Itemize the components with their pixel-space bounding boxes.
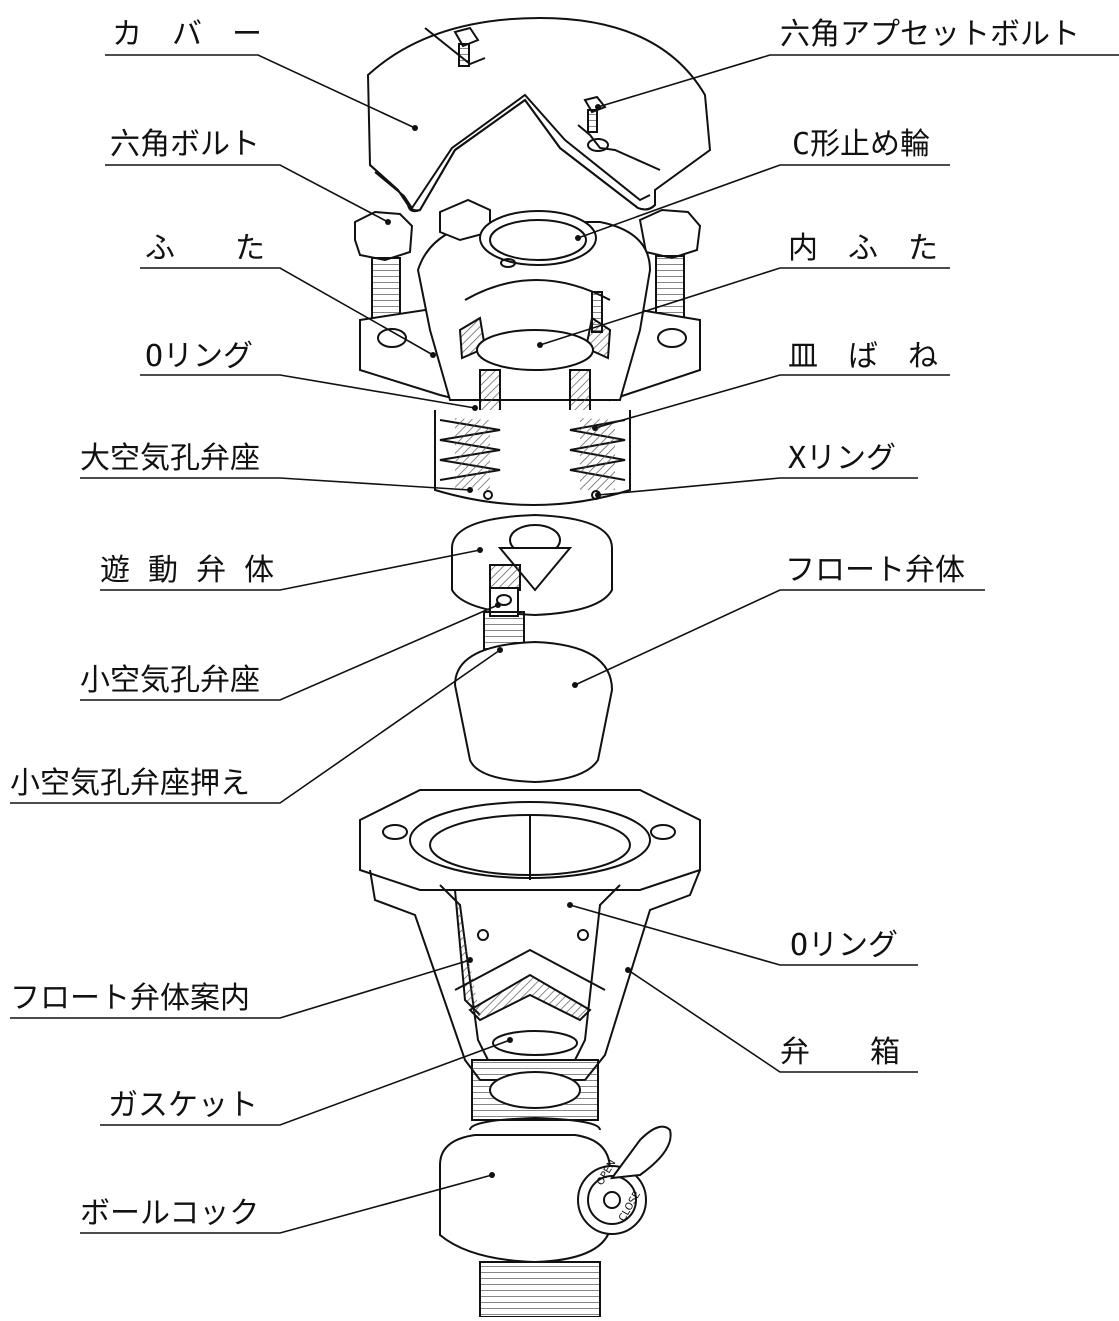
c-ring-part — [479, 210, 597, 268]
label-disc-spring: 皿 ば ね — [788, 339, 938, 374]
gasket-part — [471, 1030, 599, 1121]
floating-disc-part — [451, 513, 613, 617]
float-disc-part — [453, 640, 614, 784]
label-lid: ふ た — [145, 231, 265, 266]
label-o-ring-bottom: Oリング — [790, 928, 899, 963]
leader-dots — [385, 104, 631, 1178]
label-o-ring-top: Oリング — [145, 339, 254, 374]
ball-cock-part — [439, 1116, 672, 1318]
label-c-ring: C形止め輪 — [792, 127, 931, 162]
label-cover: カ バ ー — [112, 17, 262, 52]
label-float-guide: フロート弁体案内 — [10, 981, 250, 1016]
label-small-air-seat-retainer: 小空気孔弁座押え — [10, 766, 250, 801]
label-floating-disc: 遊 動 弁 体 — [100, 553, 275, 588]
cover-part — [366, 16, 712, 213]
valve-box-part — [359, 789, 701, 1081]
leader-lines — [10, 54, 1119, 1234]
label-large-air-seat: 大空気孔弁座 — [80, 441, 260, 476]
label-ball-cock: ボールコック — [80, 1196, 260, 1231]
label-hex-socket-bolt: 六角アプセットボルト — [780, 17, 1080, 52]
label-gasket: ガスケット — [108, 1088, 258, 1123]
label-inner-lid: 内 ふ た — [788, 231, 938, 266]
label-hex-bolt: 六角ボルト — [110, 127, 260, 162]
label-valve-box: 弁 箱 — [780, 1035, 900, 1070]
label-float-disc: フロート弁体 — [785, 553, 965, 588]
label-small-air-seat: 小空気孔弁座 — [80, 663, 260, 698]
label-x-ring: Xリング — [788, 441, 897, 476]
lid-thread-part — [434, 410, 631, 506]
